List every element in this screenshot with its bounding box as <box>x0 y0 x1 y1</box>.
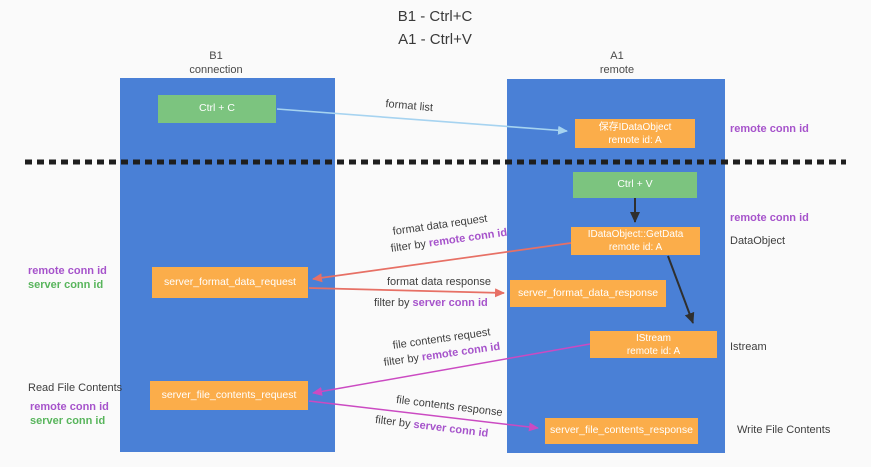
label-filter-server-1: filter by server conn id <box>374 297 488 309</box>
label-dataobject: DataObject <box>730 235 786 247</box>
lane-a1-role: remote <box>599 63 635 76</box>
node-save-dataobject: 保存IDataObject remote id: A <box>575 119 695 148</box>
label-server-conn-id-left-2: server conn id <box>30 415 106 427</box>
label-remote-conn-id-left-1: remote conn id <box>28 265 107 277</box>
title-line-1: B1 - Ctrl+C <box>397 8 473 25</box>
arrow-file-contents-request <box>312 343 591 396</box>
arrow-format-list <box>276 108 568 135</box>
label-read-file-contents: Read File Contents <box>28 382 123 394</box>
node-save-dataobject-line2: remote id: A <box>608 134 662 146</box>
label-format-data-response: format data response <box>387 276 491 288</box>
node-server-file-contents-request: server_file_contents_request <box>150 381 308 410</box>
server-file-contents-response-label: server_file_contents_response <box>549 424 693 437</box>
node-ctrl-v: Ctrl + V <box>573 172 697 198</box>
node-istream-line2: remote id: A <box>626 345 681 357</box>
node-ctrl-c: Ctrl + C <box>158 95 276 123</box>
lane-b1-name: B1 <box>209 50 223 62</box>
lane-header-a1: A1 remote <box>547 50 687 78</box>
node-idataobject-getdata: IDataObject::GetData remote id: A <box>571 227 700 255</box>
arrow-format-data-response <box>308 287 505 298</box>
server-file-contents-request-label: server_file_contents_request <box>161 388 297 401</box>
node-ctrl-v-label: Ctrl + V <box>617 178 653 191</box>
node-istream-line1: IStream <box>635 332 671 344</box>
filter-prefix: filter by <box>374 297 410 309</box>
node-server-format-data-request: server_format_data_request <box>152 267 308 298</box>
diagram-title: B1 - Ctrl+C A1 - Ctrl+V <box>335 6 535 51</box>
node-server-file-contents-response: server_file_contents_response <box>545 418 698 444</box>
label-istream: Istream <box>730 341 767 353</box>
filter-key-server-conn-id: server conn id <box>412 297 488 309</box>
lane-header-b1: B1 connection <box>146 50 286 78</box>
server-format-data-response-label: server_format_data_response <box>517 286 659 299</box>
node-save-dataobject-line1: 保存IDataObject <box>598 121 672 133</box>
node-getdata-line2: remote id: A <box>608 242 663 253</box>
label-server-conn-id-left-1: server conn id <box>28 279 104 291</box>
arrow-format-data-request <box>312 242 572 283</box>
node-istream: IStream remote id: A <box>590 331 717 358</box>
title-line-2: A1 - Ctrl+V <box>398 30 472 48</box>
node-server-format-data-response: server_format_data_response <box>510 280 666 307</box>
arrow-getdata-to-istream <box>667 255 695 324</box>
arrow-file-contents-response <box>308 400 539 432</box>
label-write-file-contents: Write File Contents <box>737 424 831 436</box>
label-remote-conn-id-left-2: remote conn id <box>30 401 109 413</box>
label-remote-conn-id-top-right: remote conn id <box>730 123 809 135</box>
node-getdata-line1: IDataObject::GetData <box>587 229 684 240</box>
lane-a1-name: A1 <box>610 50 624 62</box>
label-remote-conn-id-mid-right: remote conn id <box>730 212 809 224</box>
lane-b1-role: connection <box>189 63 243 76</box>
server-format-data-request-label: server_format_data_request <box>164 275 296 288</box>
node-ctrl-c-label: Ctrl + C <box>199 102 235 115</box>
